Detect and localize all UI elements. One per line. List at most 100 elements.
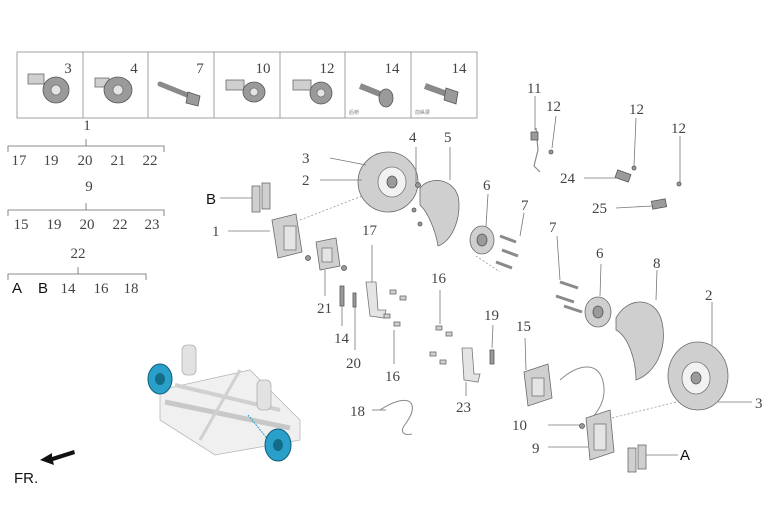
brake-hose-bracket: 25 12 (592, 121, 686, 217)
kit-item: 20 (80, 217, 95, 233)
fastener-box-label: 10 (256, 61, 271, 77)
callout-3-rear: 3 (755, 396, 763, 412)
hub-bolts-front: 7 (495, 198, 529, 270)
pad-clips-front: 16 (383, 289, 407, 385)
hub-bolts-rear: 7 (549, 220, 583, 314)
kit-item: A (12, 280, 22, 297)
callout-21: 21 (317, 301, 332, 317)
dust-shield-rear: 8 (615, 256, 664, 381)
long-bolt-icon (157, 81, 201, 107)
front-left-brake-highlight-icon (147, 363, 173, 395)
kit-9: 9 15 19 20 22 23 (7, 179, 165, 233)
fastener-box-label: 4 (130, 61, 138, 77)
callout-6-front: 6 (483, 178, 491, 194)
callout-b: B (206, 191, 216, 208)
kit-item: 18 (124, 281, 139, 297)
callout-12-a: 12 (546, 99, 561, 115)
callout-6-rear: 6 (596, 246, 604, 262)
callout-4: 4 (409, 130, 417, 146)
kit-item: 19 (44, 153, 59, 169)
callout-11: 11 (527, 81, 541, 97)
callout-24: 24 (560, 171, 576, 187)
fastener-box-label: 12 (320, 61, 335, 77)
sensor-bolt-icon (292, 79, 333, 105)
disc-screw-front: 4 (409, 130, 421, 188)
kit-item: 22 (143, 153, 158, 169)
front-caliper: 1 (212, 195, 363, 259)
kit-item: 20 (78, 153, 93, 169)
kit-item: 14 (61, 281, 77, 297)
kit-1: 1 17 19 20 21 22 (7, 118, 165, 169)
fastener-box-caption: 前纵梁 (415, 109, 430, 116)
wheel-hub-rear: 6 (584, 246, 612, 328)
pad-clips-rear: 16 (429, 271, 453, 365)
fastener-box-label: 3 (64, 61, 72, 77)
callout-23: 23 (456, 400, 471, 416)
forward-direction-indicator: FR. (14, 450, 75, 487)
callout-14: 14 (334, 331, 350, 347)
callout-3-front: 3 (302, 151, 310, 167)
rear-brake-disc: 2 3 (667, 288, 763, 412)
caliper-bolt-icon (225, 79, 266, 103)
direction-label: FR. (14, 470, 38, 487)
callout-10: 10 (512, 418, 527, 434)
anti-rattle-clip-front: 17 (362, 223, 387, 319)
callout-16-front: 16 (385, 369, 401, 385)
guide-pins: 14 20 (334, 285, 361, 372)
brake-pad-b: B (206, 182, 271, 213)
callout-2-rear: 2 (705, 288, 713, 304)
bolt-icon (27, 73, 70, 104)
callout-19: 19 (484, 308, 499, 324)
brake-wear-sensor: 24 12 (560, 102, 644, 187)
callout-1: 1 (212, 224, 220, 240)
rear-caliper-bracket: 15 (516, 319, 553, 407)
front-brake-disc: 3 2 (302, 151, 419, 213)
rear-bolt-icon (358, 83, 394, 108)
fastener-box-label: 14 (452, 61, 468, 77)
fastener-box-label: 7 (196, 61, 204, 77)
callout-7-rear: 7 (549, 220, 557, 236)
flange-bolt-icon (94, 76, 133, 104)
callout-12-c: 12 (671, 121, 686, 137)
callout-5: 5 (444, 130, 452, 146)
front-bolt-icon (423, 83, 459, 105)
fastener-box-label: 14 (385, 61, 401, 77)
callout-9: 9 (532, 441, 540, 457)
fastener-box-caption: 后桥 (349, 109, 359, 116)
fastener-strip: 3 4 7 10 12 14 14 后桥 前纵梁 (16, 51, 478, 119)
callout-12-b: 12 (629, 102, 644, 118)
callout-17: 17 (362, 223, 378, 239)
kit-item: 23 (145, 217, 160, 233)
kit-item: 16 (94, 281, 110, 297)
callout-a: A (680, 447, 690, 464)
kit-number: 22 (71, 246, 86, 262)
kit-item: B (38, 280, 48, 297)
kit-item: 22 (113, 217, 128, 233)
callout-15: 15 (516, 319, 531, 335)
kit-item: 17 (12, 153, 28, 169)
caliper-bracket: 21 (305, 237, 347, 317)
kit-number: 1 (83, 118, 91, 134)
brake-pad-a: A (627, 444, 690, 473)
wheel-speed-sensor: 11 12 (527, 81, 561, 173)
dust-shield-front: 5 (411, 130, 460, 247)
kit-item: 19 (47, 217, 62, 233)
anti-rattle-clip-rear: 23 (456, 347, 481, 416)
kit-number: 9 (85, 179, 93, 195)
wear-indicator-wire: 18 (350, 399, 413, 435)
kit-22: 22 A B 14 16 18 (7, 246, 147, 297)
wheel-hub-front: 6 (469, 178, 501, 273)
kit-item: 15 (14, 217, 29, 233)
callout-2-front: 2 (302, 173, 310, 189)
callout-7-front: 7 (521, 198, 529, 214)
rear-caliper: 10 9 (512, 401, 677, 461)
front-right-brake-highlight-icon (264, 428, 292, 462)
bleeder-screw: 19 (484, 308, 499, 365)
kit-item: 21 (111, 153, 126, 169)
callout-8: 8 (653, 256, 661, 272)
callout-16-rear: 16 (431, 271, 447, 287)
callout-20: 20 (346, 356, 361, 372)
chassis-thumbnail (147, 344, 301, 462)
brake-line (559, 366, 605, 421)
